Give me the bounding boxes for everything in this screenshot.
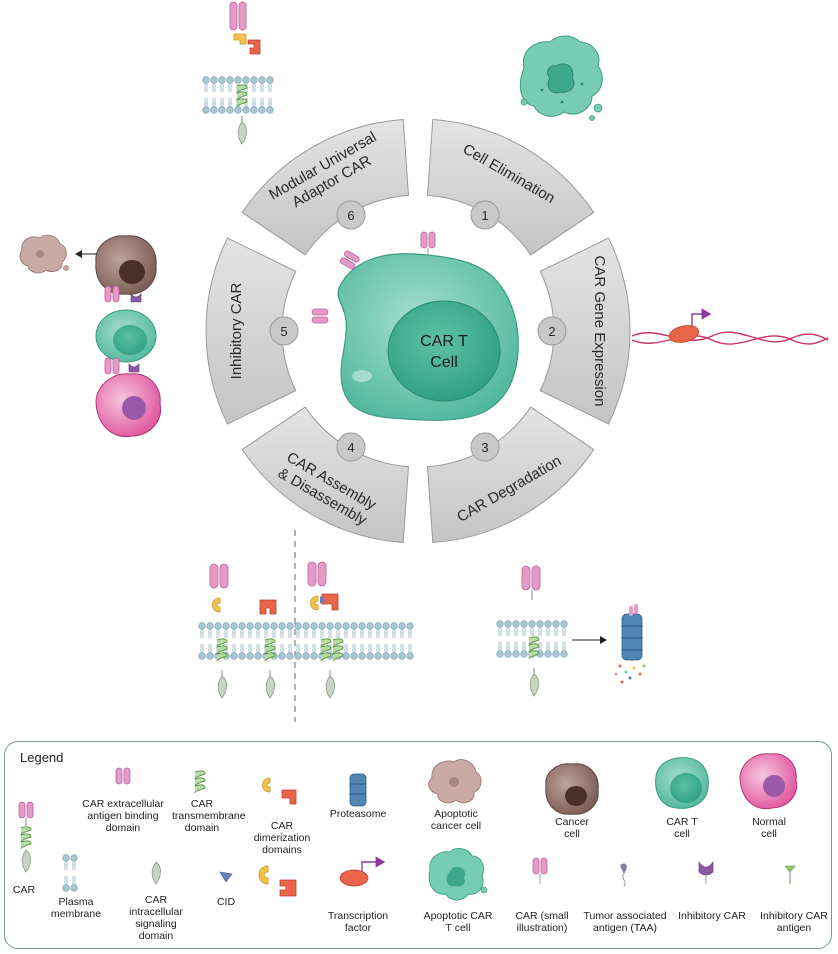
normal-cell-icon xyxy=(95,373,162,438)
legend-label-car-small: CAR (small illustration) xyxy=(515,910,569,934)
dna-icon xyxy=(631,308,829,345)
legend-label-transcription-factor: Transcription factor xyxy=(327,910,389,934)
modular-adaptor-car-illustration xyxy=(203,1,274,145)
segment-label-line: CAR Gene Expression xyxy=(591,256,608,407)
center-label-line2: Cell xyxy=(430,354,458,371)
apoptotic-car-t-cell-icon xyxy=(519,35,603,121)
legend-label-apoptotic-cancer: Apoptotic cancer cell xyxy=(430,808,482,832)
apoptotic-cell-icon xyxy=(428,759,482,804)
legend-label-transmembrane: CAR transmembrane domain xyxy=(172,798,246,834)
segment-number-bubble xyxy=(470,200,500,230)
segment-number: 3 xyxy=(481,440,488,455)
car-icon xyxy=(311,308,329,324)
transcription-factor-icon xyxy=(339,856,386,887)
legend-icons xyxy=(18,753,798,901)
car-small-icon xyxy=(532,857,548,884)
car-t-cell-center: CAR T Cell xyxy=(311,231,519,421)
segment-4 xyxy=(241,406,410,544)
normal-cell-icon xyxy=(739,753,798,810)
segment-label-line: Inhibitory CAR xyxy=(228,282,245,379)
segment-2 xyxy=(539,237,631,425)
inhibitory-car-icon xyxy=(698,861,714,884)
cid-icon xyxy=(219,871,233,883)
car-assembly-illustration xyxy=(199,561,414,699)
legend-label-cancer-cell: Cancer cell xyxy=(555,816,589,840)
car-t-cell-icon xyxy=(655,757,709,809)
car-dimerization-icon xyxy=(262,777,297,805)
dimer-domains-icon xyxy=(258,865,297,897)
legend-label-apoptotic-car-t: Apoptotic CAR T cell xyxy=(423,910,493,934)
legend-box xyxy=(4,741,832,949)
segment-number: 2 xyxy=(548,324,555,339)
segment-number-bubble xyxy=(336,200,366,230)
cancer-cell-icon xyxy=(545,763,599,815)
inhibitory-car-illustration xyxy=(19,234,162,438)
legend-title: Legend xyxy=(20,750,64,765)
legend-label-plasma-membrane: Plasma membrane xyxy=(50,896,102,920)
segment-number-bubble xyxy=(537,316,567,346)
segment-5 xyxy=(205,237,297,425)
segment-number-bubble xyxy=(470,432,500,462)
legend-label-extracellular: CAR extracellular antigen binding domain xyxy=(82,798,164,834)
car-icon xyxy=(420,231,436,256)
segment-1 xyxy=(426,118,595,256)
apoptotic-car-t-cell-icon xyxy=(428,848,488,901)
proteasome-icon xyxy=(349,773,367,807)
segment-6 xyxy=(241,118,410,256)
inhibitory-antigen-icon xyxy=(784,865,796,884)
legend-label-proteasome: Proteasome xyxy=(329,808,387,820)
tumor-antigen-icon xyxy=(620,863,627,887)
legend-label-dimerization: CAR dimerization domains xyxy=(253,820,311,856)
legend-label-taa: Tumor associated antigen (TAA) xyxy=(583,910,667,934)
legend-label-cid: CID xyxy=(216,896,236,908)
proteasome-icon xyxy=(614,604,646,684)
segment-number: 6 xyxy=(347,208,354,223)
apoptotic-cell-icon xyxy=(19,234,69,274)
legend-label-inhibitory-antigen: Inhibitory CAR antigen xyxy=(760,910,828,934)
car-t-cell-icon xyxy=(95,309,157,363)
legend-label-intracellular: CAR intracellular signaling domain xyxy=(129,894,183,942)
segment-number-bubble xyxy=(336,432,366,462)
segment-number-bubble xyxy=(269,316,299,346)
legend-label-car: CAR xyxy=(12,884,36,896)
segment-3 xyxy=(426,406,595,544)
segment-number: 1 xyxy=(481,208,488,223)
cancer-cell-icon xyxy=(95,235,157,295)
legend-label-inhibitory-car: Inhibitory CAR xyxy=(678,910,746,922)
legend-label-car-t-cell: CAR T cell xyxy=(666,816,698,840)
legend-label-normal-cell: Normal cell xyxy=(752,816,786,840)
center-label-line1: CAR T xyxy=(420,333,468,350)
segment-label-5: Inhibitory CAR xyxy=(228,282,245,379)
segment-label-2: CAR Gene Expression xyxy=(591,256,608,407)
membrane-icon xyxy=(199,623,414,660)
segment-number: 5 xyxy=(280,324,287,339)
car-degradation-illustration xyxy=(497,565,646,697)
segment-number: 4 xyxy=(347,440,354,455)
car-icon xyxy=(18,801,34,873)
